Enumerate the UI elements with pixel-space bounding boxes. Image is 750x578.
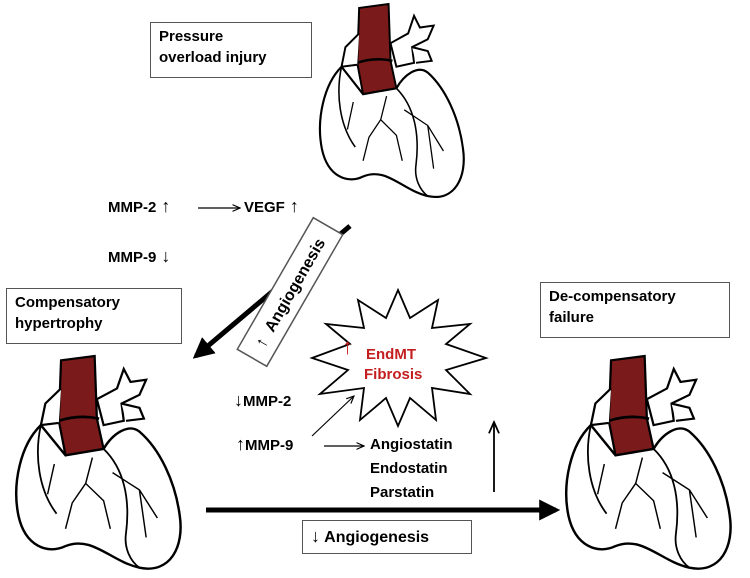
upper-mmp2-label: MMP-2 ↑ — [108, 196, 171, 216]
pressure-overload-line1: Pressure — [159, 28, 224, 45]
decompensatory-line1: De-compensatory — [549, 288, 676, 305]
burst-arrow: ↑ — [342, 334, 353, 359]
lower-mmp9-label: ↑MMP-9 — [236, 434, 294, 454]
angiogenesis-down-arrow: ↓ — [311, 526, 320, 546]
inhibitor-angiostatin: Angiostatin — [370, 436, 453, 453]
fibrosis-burst — [309, 287, 489, 429]
inhibitor-endostatin: Endostatin — [370, 460, 448, 477]
upper-mmp9-label: MMP-9 ↓ — [108, 246, 171, 266]
angiogenesis-up-box: ↑ Angiogenesis — [236, 216, 344, 368]
mmp9-to-fibrosis-arrow — [311, 396, 354, 437]
pressure-overload-line2: overload injury — [159, 49, 267, 66]
heart-compensatory — [14, 354, 183, 571]
compensatory-box: Compensatory hypertrophy — [6, 288, 182, 344]
pressure-overload-box: Pressure overload injury — [150, 22, 312, 78]
vegf-label: VEGF ↑ — [244, 196, 299, 216]
heart-decompensatory — [564, 354, 732, 571]
compensatory-line2: hypertrophy — [15, 315, 103, 332]
angiogenesis-down-box: ↓ Angiogenesis — [302, 520, 472, 554]
decompensatory-box: De-compensatory failure — [540, 282, 730, 338]
angiogenesis-down-label: Angiogenesis — [324, 529, 430, 546]
burst-fibrosis: Fibrosis — [364, 366, 423, 383]
lower-mmp2-label: ↓MMP-2 — [234, 390, 292, 410]
heart-pressure-overload — [318, 2, 465, 199]
burst-endmt: EndMT — [366, 346, 416, 363]
inhibitor-parstatin: Parstatin — [370, 484, 435, 501]
decompensatory-line2: failure — [549, 309, 595, 326]
compensatory-line1: Compensatory — [15, 294, 121, 311]
